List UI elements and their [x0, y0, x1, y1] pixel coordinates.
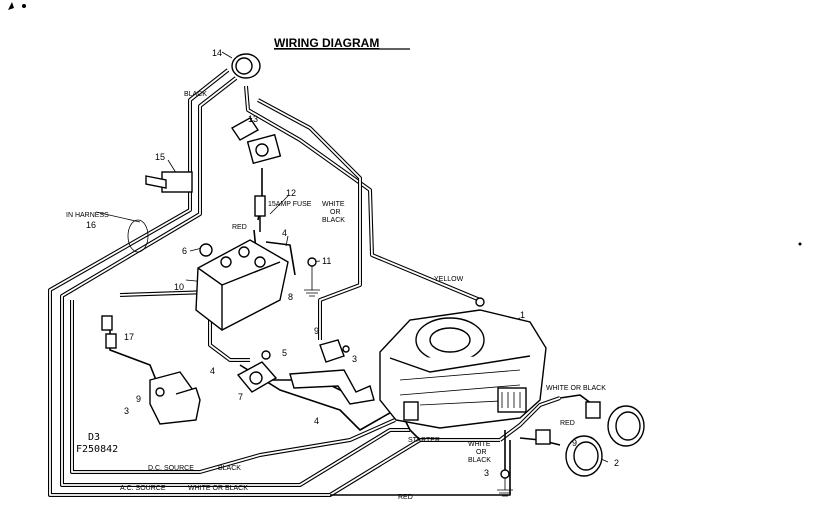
- label-white-or-black-2: WHITE OR BLACK: [546, 385, 606, 392]
- interlock-switch-component: [319, 339, 350, 363]
- interlock-bracket-component: [289, 369, 375, 405]
- callout-12: 12: [286, 188, 296, 198]
- seat-switch-component: [101, 315, 201, 425]
- nut-component: [199, 243, 213, 257]
- label-dc-source: D.C. SOURCE: [148, 465, 194, 472]
- callout-4c: 4: [314, 416, 319, 426]
- callout-2: 2: [614, 458, 619, 468]
- callout-9b: 9: [136, 394, 141, 404]
- corner-dot: [22, 4, 26, 8]
- callout-4a: 4: [282, 228, 287, 238]
- battery-component: [195, 239, 289, 331]
- light-connector: [585, 401, 601, 419]
- corner-mark: [8, 2, 14, 10]
- ground-screw-component: [304, 257, 320, 297]
- callout-15: 15: [155, 152, 165, 162]
- callout-3c: 3: [484, 468, 489, 478]
- label-starter: STARTER: [408, 437, 440, 444]
- diagram-title: WIRING DIAGRAM: [274, 36, 379, 50]
- label-ac-source: A.C. SOURCE: [120, 485, 166, 492]
- callout-4b: 4: [210, 366, 215, 376]
- fuse-component: [254, 195, 266, 232]
- screw-component: [261, 350, 271, 360]
- part-number: F250842: [76, 444, 118, 455]
- toggle-switch-component: [145, 171, 193, 193]
- ignition-switch-component: [230, 117, 282, 165]
- solenoid-component: [236, 361, 278, 393]
- label-red-right: RED: [560, 420, 575, 427]
- callout-3a: 3: [352, 354, 357, 364]
- edge-dot: [798, 242, 802, 246]
- callout-9a: 9: [314, 326, 319, 336]
- label-black-top: BLACK: [184, 91, 207, 98]
- label-yellow: YELLOW: [434, 276, 464, 283]
- callout-10: 10: [174, 282, 184, 292]
- callout-numbers: 14 13 15 12 16 6 4 11 10 8 9 3 5 17 4 7 …: [86, 48, 619, 478]
- label-red-bottom: RED: [398, 494, 413, 501]
- callout-6: 6: [182, 246, 187, 256]
- label-red: RED: [232, 224, 247, 231]
- headlight-left-component: [565, 435, 603, 477]
- diagram-code: D3: [88, 432, 100, 443]
- label-in-harness: IN HARNESS: [66, 212, 109, 219]
- callout-13: 13: [248, 114, 258, 124]
- label-fuse: 15AMP FUSE: [268, 201, 312, 208]
- label-ac-white-or-black: WHITE OR BLACK: [188, 485, 248, 492]
- wire-harness: [48, 68, 561, 497]
- headlight-right-component: [607, 405, 645, 447]
- callout-7: 7: [238, 392, 243, 402]
- light-connector: [535, 429, 551, 445]
- callout-8: 8: [288, 292, 293, 302]
- callout-16: 16: [86, 220, 96, 230]
- callout-17: 17: [124, 332, 134, 342]
- harness-tie: [127, 219, 149, 253]
- yellow-terminal: [475, 297, 485, 307]
- engine-component: [379, 309, 547, 429]
- hour-meter-component: [231, 53, 261, 79]
- callout-14: 14: [212, 48, 222, 58]
- callout-3b: 3: [124, 406, 129, 416]
- callout-1: 1: [520, 310, 525, 320]
- label-dc-black: BLACK: [218, 465, 241, 472]
- callout-9c: 9: [572, 438, 577, 448]
- callout-5: 5: [282, 348, 287, 358]
- ground-symbol: [497, 469, 513, 497]
- callout-11: 11: [322, 256, 331, 266]
